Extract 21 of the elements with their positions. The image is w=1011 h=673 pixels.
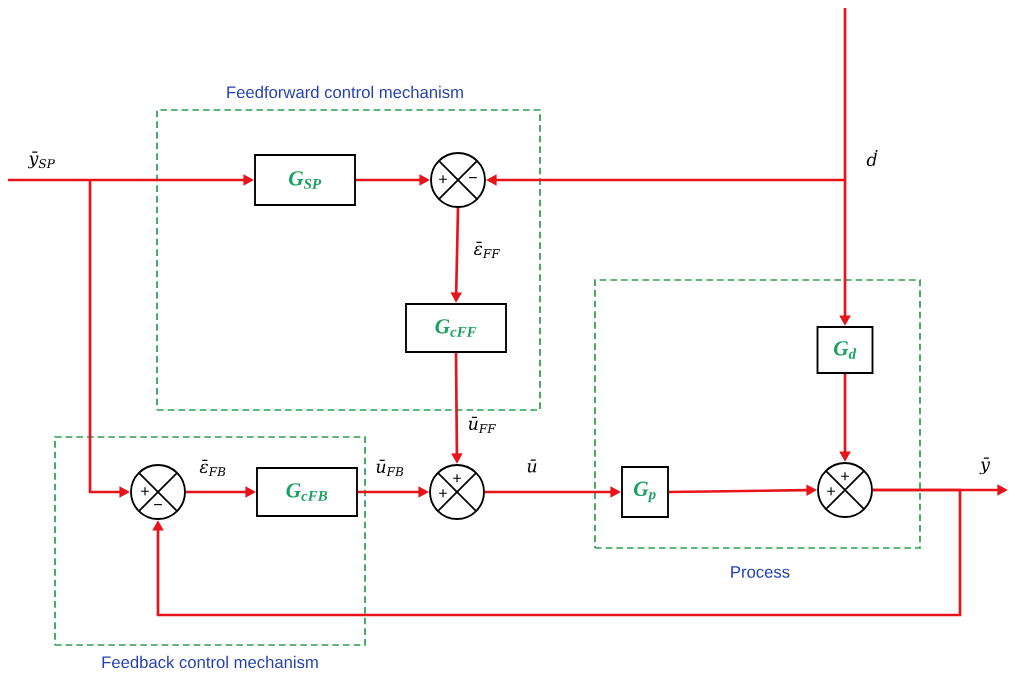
signal-label: ū$_{FB}$ (374, 458, 406, 478)
signal-label: ε̄$_{FB}$ (198, 458, 228, 478)
summing-junction: + − (130, 464, 186, 520)
signal-label: ȳ$_{SP}$ (27, 150, 57, 170)
node-label: Feedback control mechanism (102, 655, 318, 669)
transfer-block: G$_{cFB}$ (256, 467, 358, 517)
transfer-block: G$_{p}$ (621, 466, 669, 518)
transfer-block: G$_{cFF}$ (405, 303, 507, 353)
node-label: Process (731, 566, 790, 578)
signal-label: ḋ (865, 148, 879, 168)
summing-junction: + − (430, 152, 486, 208)
signal-label: ū (525, 458, 539, 474)
summing-junction: + + (429, 464, 485, 520)
signal-label: ε̄$_{FF}$ (472, 240, 502, 260)
signal-label: ū$_{FF}$ (466, 415, 498, 435)
signal-label: ȳ (978, 456, 992, 476)
transfer-block: G$_{d}$ (816, 326, 874, 374)
summing-junction: + + (817, 462, 873, 518)
arrow (152, 488, 962, 617)
transfer-block: G$_{SP}$ (254, 154, 356, 206)
node-label: Feedforward control mechanism (227, 85, 463, 99)
